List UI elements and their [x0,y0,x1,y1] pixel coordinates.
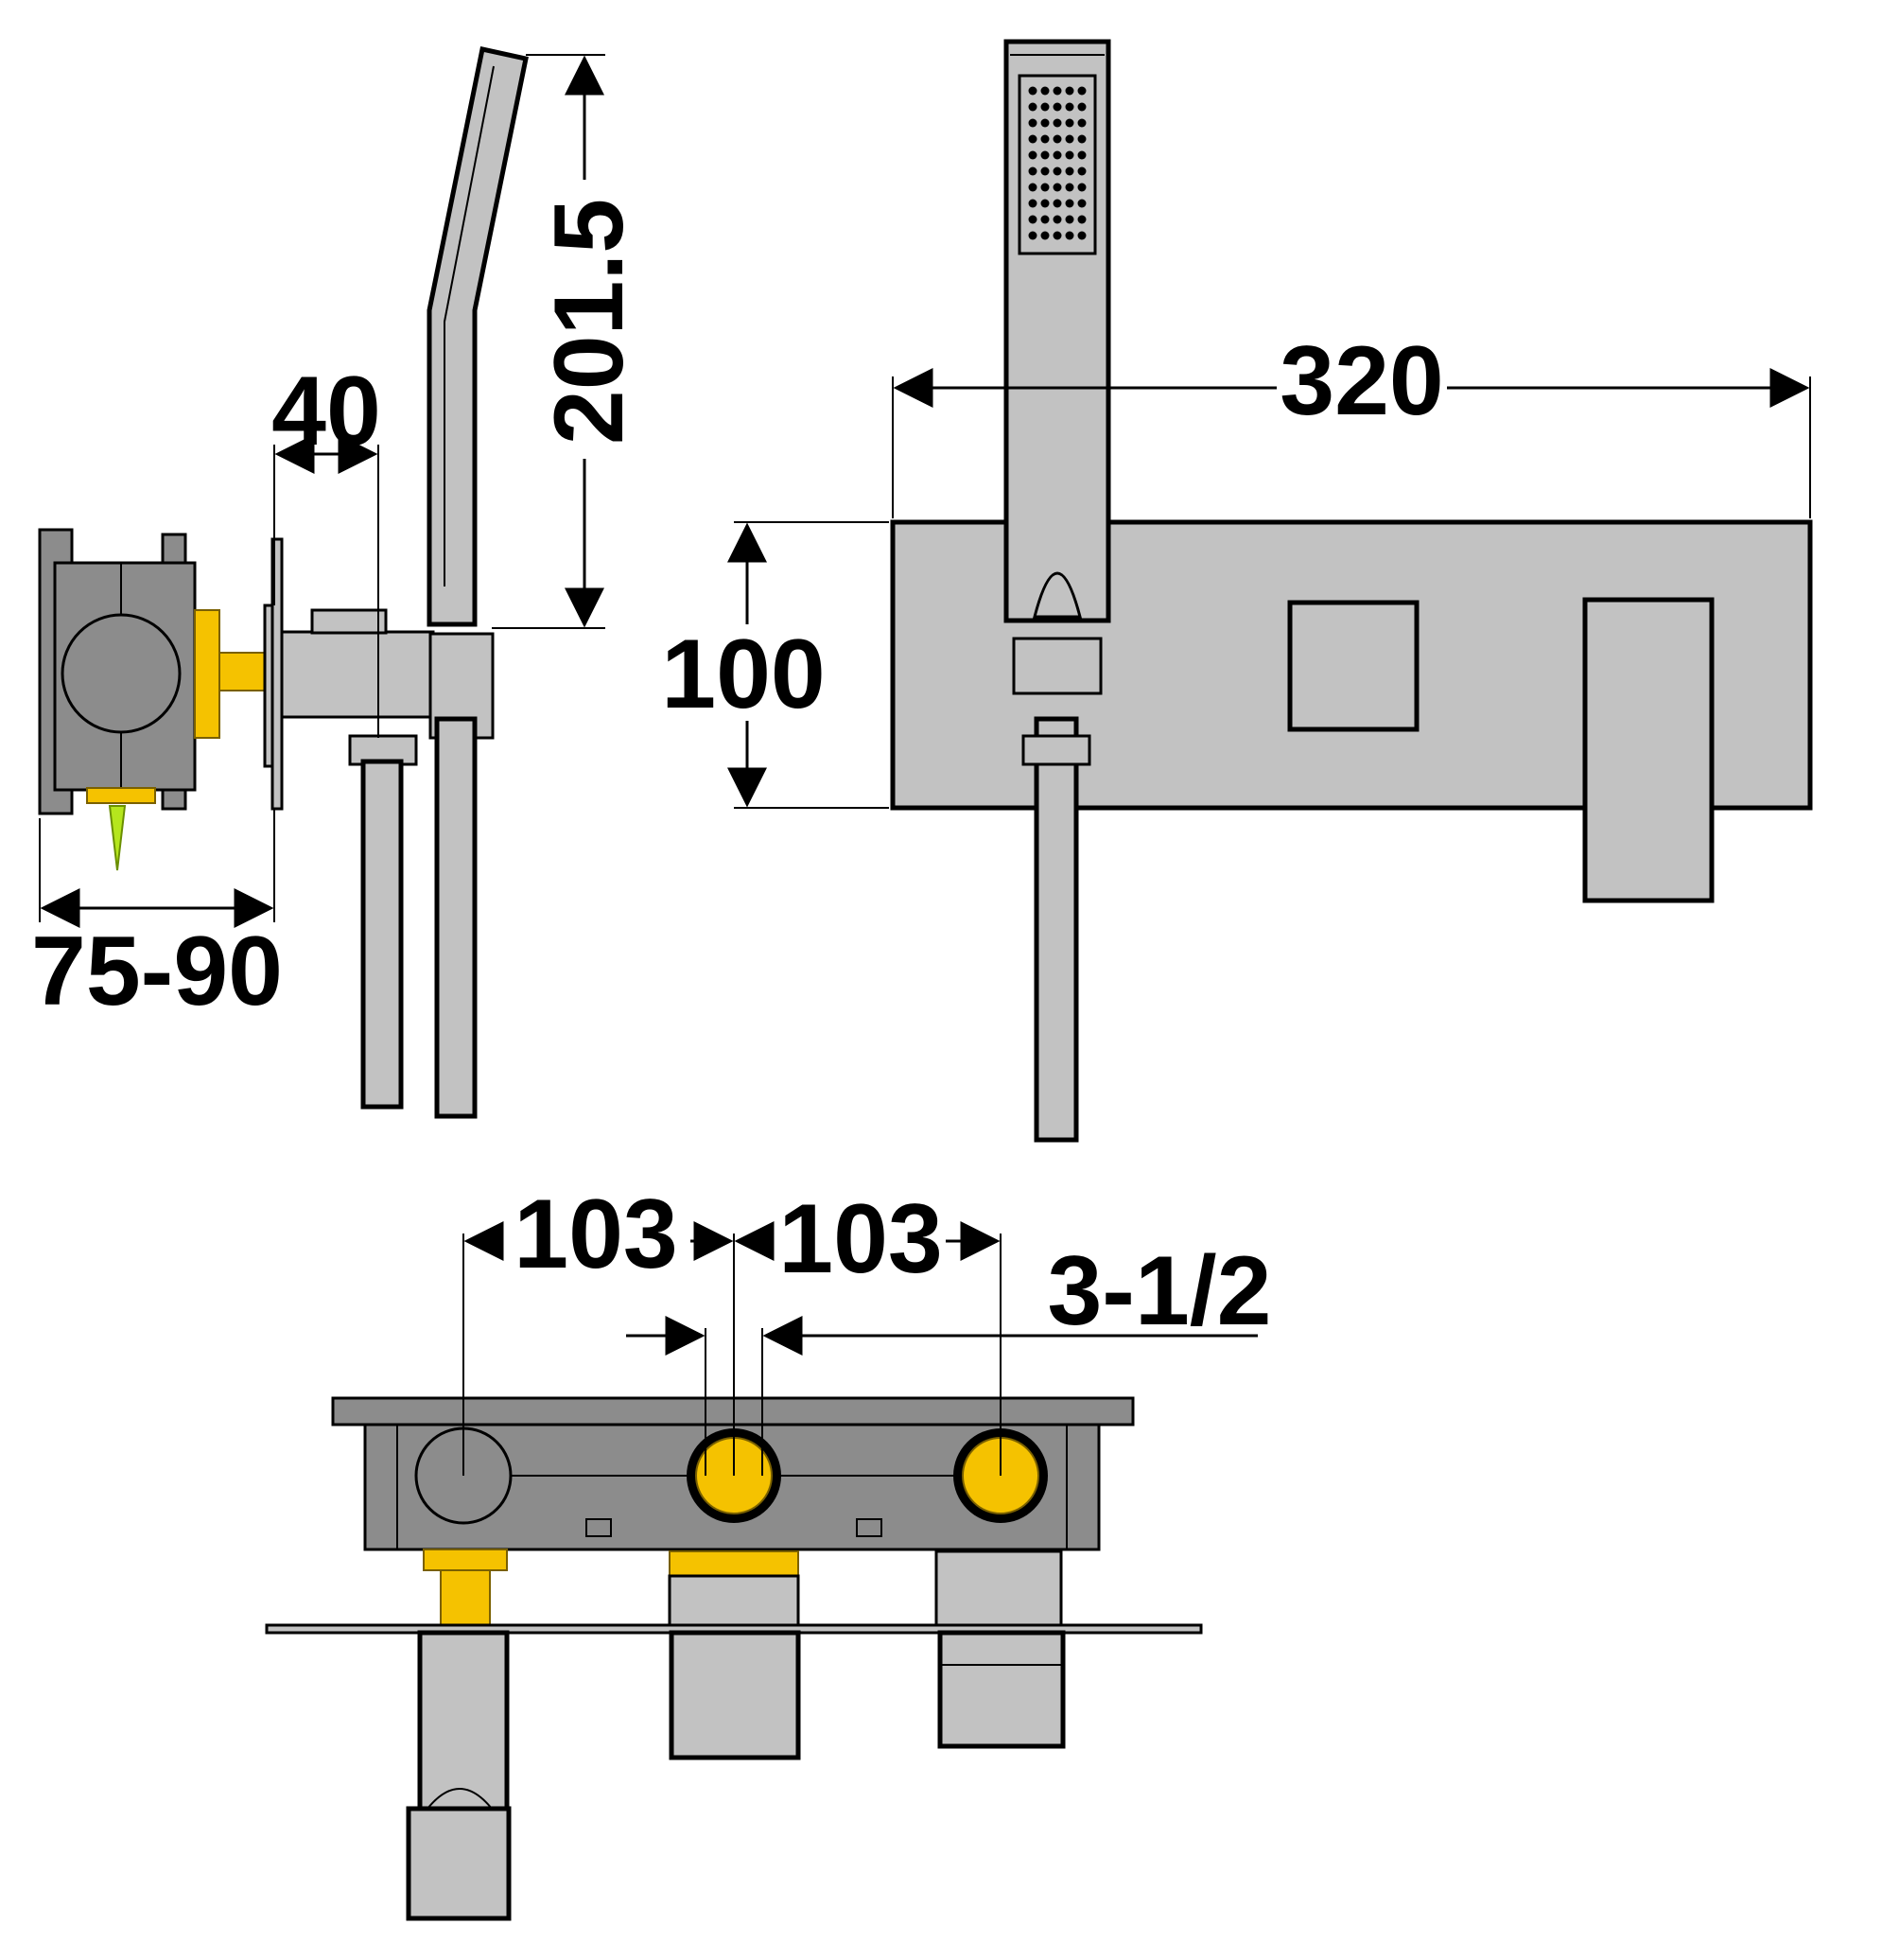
brass-outlet [86,787,156,804]
dimension-depth-label: 75-90 [31,917,283,1026]
nozzle-dot [1040,118,1050,128]
nozzle-dot [1028,199,1037,208]
nozzle-dot [1040,215,1050,224]
nozzle-dot [1077,118,1087,128]
nozzle-dot [1065,199,1074,208]
nozzle-dot [1053,134,1062,144]
dimension-plate-height-label: 100 [661,620,826,729]
nozzle-dot [1028,183,1037,192]
diverter-top [669,1630,801,1760]
hose-pipe [360,759,404,1110]
brass-fitting [194,609,220,739]
nozzle-dot [1065,118,1074,128]
nozzle-dot [1028,86,1037,96]
nozzle-dot [1065,166,1074,176]
bracket-top [310,608,388,635]
nozzle-dot [1065,134,1074,144]
nozzle-dot [1040,166,1050,176]
mixer-handle [1582,597,1715,903]
spray-face [1018,74,1097,255]
spray-nozzles [1028,86,1087,240]
dimension-spacing-right-label: 103 [778,1184,943,1294]
dimension-offset-label: 40 [271,357,381,466]
handshower-tip [1033,571,1082,619]
nozzle-dot [1028,166,1037,176]
side-dimensions: 201.5 40 75-90 [31,54,644,1026]
nozzle-dot [1040,102,1050,112]
nozzle-dot [1053,199,1062,208]
nozzle-dot [1077,199,1087,208]
stem-right [934,1549,1063,1627]
nozzle-dot [1053,102,1062,112]
valve-bore [61,613,182,734]
nozzle-dot [1040,183,1050,192]
front-holder [1012,637,1103,695]
nozzle-dot [1077,215,1087,224]
nozzle-dot [1028,150,1037,160]
diverter-knob [1287,600,1420,732]
nozzle-dot [1028,102,1037,112]
nozzle-dot [1053,118,1062,128]
nozzle-dot [1040,86,1050,96]
nozzle-dot [1053,86,1062,96]
dimension-width-label: 320 [1280,326,1444,436]
front-dimensions: 320 100 [661,326,1811,809]
brass-outlet-top [423,1549,508,1571]
nozzle-dot [1040,150,1050,160]
nozzle-dot [1077,166,1087,176]
nozzle-dot [1065,183,1074,192]
nozzle-dot [1065,215,1074,224]
hose-connector [1021,734,1091,766]
handle-top [937,1630,1066,1749]
hose-nut-top [406,1806,512,1921]
nozzle-dot [1065,231,1074,240]
nozzle-dot [1053,150,1062,160]
side-view [38,46,529,1119]
brass-stem-top [669,1550,799,1577]
nozzle-dot [1065,102,1074,112]
top-dimensions: 103 103 3-1/2 [462,1180,1272,1476]
nozzle-dot [1040,134,1050,144]
stem-middle [668,1574,800,1627]
nozzle-dot [1077,150,1087,160]
nozzle-dot [1077,183,1087,192]
holder-top [417,1630,510,1815]
flow-arrow-icon [108,805,127,871]
nozzle-dot [1077,102,1087,112]
dimension-height-label: 201.5 [534,199,644,445]
nozzle-dot [1065,86,1074,96]
nozzle-dot [1053,166,1062,176]
bracket-arm [280,630,435,719]
nozzle-dot [1077,134,1087,144]
top-view [265,1396,1203,1921]
front-hose [1034,716,1079,1143]
brass-nut-top [440,1569,491,1630]
nozzle-dot [1028,215,1037,224]
dimension-spacing-left-label: 103 [514,1180,678,1289]
nozzle-dot [1040,231,1050,240]
nozzle-dot [1028,231,1037,240]
dimension-thread-label: 3-1/2 [1047,1236,1271,1346]
nozzle-dot [1077,86,1087,96]
front-view [890,39,1813,1143]
nozzle-dot [1028,118,1037,128]
handshower-side [427,46,529,627]
nozzle-dot [1053,215,1062,224]
nozzle-dot [1053,231,1062,240]
nozzle-dot [1077,231,1087,240]
nozzle-dot [1028,134,1037,144]
nozzle-dot [1040,199,1050,208]
nozzle-dot [1065,150,1074,160]
nozzle-dot [1053,183,1062,192]
holder-pipe [434,716,478,1119]
